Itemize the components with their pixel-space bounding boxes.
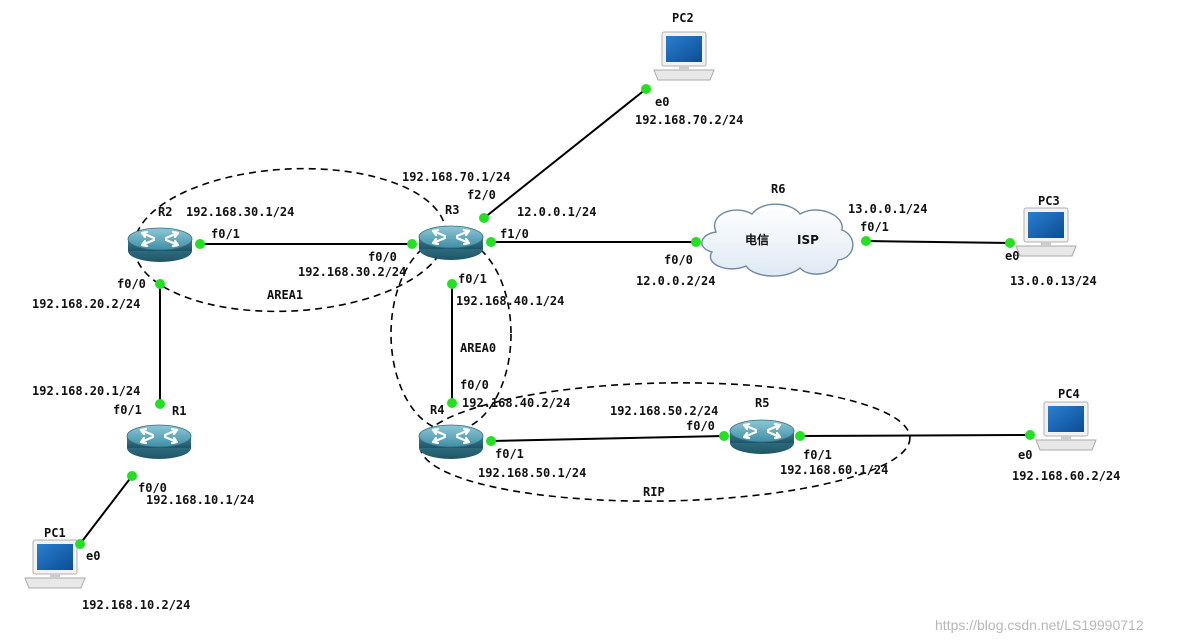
port-r4-f01[interactable] — [486, 436, 496, 446]
r4-f00: f0/0 — [460, 378, 489, 392]
port-r6-f00[interactable] — [691, 237, 701, 247]
link-r1-pc1[interactable] — [79, 475, 133, 545]
r6-f01: f0/1 — [860, 220, 889, 234]
cloud-text-telecom: 电信 — [745, 232, 769, 247]
link-r4-r5[interactable] — [490, 435, 725, 442]
label-r3: R3 — [445, 203, 459, 217]
port-r1-f00[interactable] — [127, 471, 137, 481]
r2-ip-30: 192.168.30.1/24 — [186, 205, 294, 219]
r3-ip-70: 192.168.70.1/24 — [402, 170, 510, 184]
r3-f00: f0/0 — [368, 250, 397, 264]
label-pc4: PC4 — [1058, 387, 1080, 401]
port-r4-f00[interactable] — [447, 398, 457, 408]
r5-f01: f0/1 — [803, 448, 832, 462]
port-r3-f00[interactable] — [407, 239, 417, 249]
port-pc2-e0[interactable] — [641, 84, 651, 94]
r3-f10: f1/0 — [500, 227, 529, 241]
port-r5-f01[interactable] — [795, 431, 805, 441]
port-r1-f01[interactable] — [155, 399, 165, 409]
r5-f00: f0/0 — [686, 419, 715, 433]
port-r6-f01[interactable] — [861, 236, 871, 246]
link-r6-pc3[interactable] — [865, 240, 1011, 244]
link-r3-pc2[interactable] — [483, 88, 647, 219]
port-dots — [75, 84, 1035, 549]
pc4-ip: 192.168.60.2/24 — [1012, 469, 1120, 483]
label-r1: R1 — [172, 404, 186, 418]
pc3-e0: e0 — [1005, 249, 1019, 263]
cloud-text-isp: ISP — [797, 233, 819, 247]
r5-ip-60: 192.168.60.1/24 — [780, 463, 888, 477]
label-r5: R5 — [755, 396, 769, 410]
router-r3[interactable] — [417, 224, 485, 262]
pc4-e0: e0 — [1018, 448, 1032, 462]
port-r3-f01[interactable] — [447, 279, 457, 289]
pc2-e0: e0 — [655, 95, 669, 109]
link-r5-pc4[interactable] — [799, 434, 1031, 437]
r4-ip-40: 192.168.40.2/24 — [462, 396, 570, 410]
r3-f20: f2/0 — [467, 188, 496, 202]
isp-cloud-r6[interactable] — [701, 203, 854, 277]
r1-ip-20: 192.168.20.1/24 — [32, 384, 140, 398]
r6-ip-13: 13.0.0.1/24 — [848, 202, 927, 216]
r3-f01: f0/1 — [458, 272, 487, 286]
port-pc1-e0[interactable] — [75, 539, 85, 549]
label-pc3: PC3 — [1038, 194, 1060, 208]
r2-f00: f0/0 — [117, 277, 146, 291]
port-r5-f00[interactable] — [719, 431, 729, 441]
pc-pc1[interactable] — [24, 539, 86, 589]
r3-ip-30: 192.168.30.2/24 — [298, 265, 406, 279]
r3-ip-12: 12.0.0.1/24 — [517, 205, 596, 219]
rip-boundary — [419, 382, 911, 502]
pc3-ip: 13.0.0.13/24 — [1010, 274, 1097, 288]
router-r5[interactable] — [728, 418, 796, 456]
r1-f01: f0/1 — [113, 403, 142, 417]
label-pc1: PC1 — [44, 526, 66, 540]
r3-ip-40: 192.168.40.1/24 — [456, 294, 564, 308]
r2-ip-20: 192.168.20.2/24 — [32, 297, 140, 311]
pc-pc2[interactable] — [653, 31, 715, 81]
r1-f00: f0/0 — [138, 481, 167, 495]
r1-ip-10: 192.168.10.1/24 — [146, 493, 254, 507]
r6-f00: f0/0 — [664, 253, 693, 267]
pc2-ip: 192.168.70.2/24 — [635, 113, 743, 127]
area1-label: AREA1 — [267, 288, 303, 302]
pc1-ip: 192.168.10.2/24 — [82, 598, 190, 612]
r5-ip-50: 192.168.50.2/24 — [610, 404, 718, 418]
port-r3-f20[interactable] — [479, 213, 489, 223]
r4-ip-50: 192.168.50.1/24 — [478, 466, 586, 480]
port-pc3-e0[interactable] — [1005, 238, 1015, 248]
router-r2[interactable] — [126, 226, 194, 264]
port-r2-f01[interactable] — [195, 239, 205, 249]
label-r2: R2 — [158, 205, 172, 219]
r6-ip-12: 12.0.0.2/24 — [636, 274, 715, 288]
port-pc4-e0[interactable] — [1025, 430, 1035, 440]
watermark: https://blog.csdn.net/LS19990712 — [935, 617, 1144, 633]
pc-pc4[interactable] — [1035, 401, 1097, 451]
router-r4[interactable] — [417, 423, 485, 461]
pc-pc3[interactable] — [1015, 207, 1077, 257]
router-r1[interactable] — [125, 423, 193, 461]
rip-label: RIP — [643, 485, 665, 499]
area0-label: AREA0 — [460, 341, 496, 355]
r2-f01: f0/1 — [211, 227, 240, 241]
label-r6: R6 — [771, 182, 785, 196]
port-r2-f00[interactable] — [155, 279, 165, 289]
label-r4: R4 — [430, 403, 444, 417]
port-r3-f10[interactable] — [486, 237, 496, 247]
label-pc2: PC2 — [672, 11, 694, 25]
r4-f01: f0/1 — [495, 447, 524, 461]
pc1-e0: e0 — [86, 549, 100, 563]
